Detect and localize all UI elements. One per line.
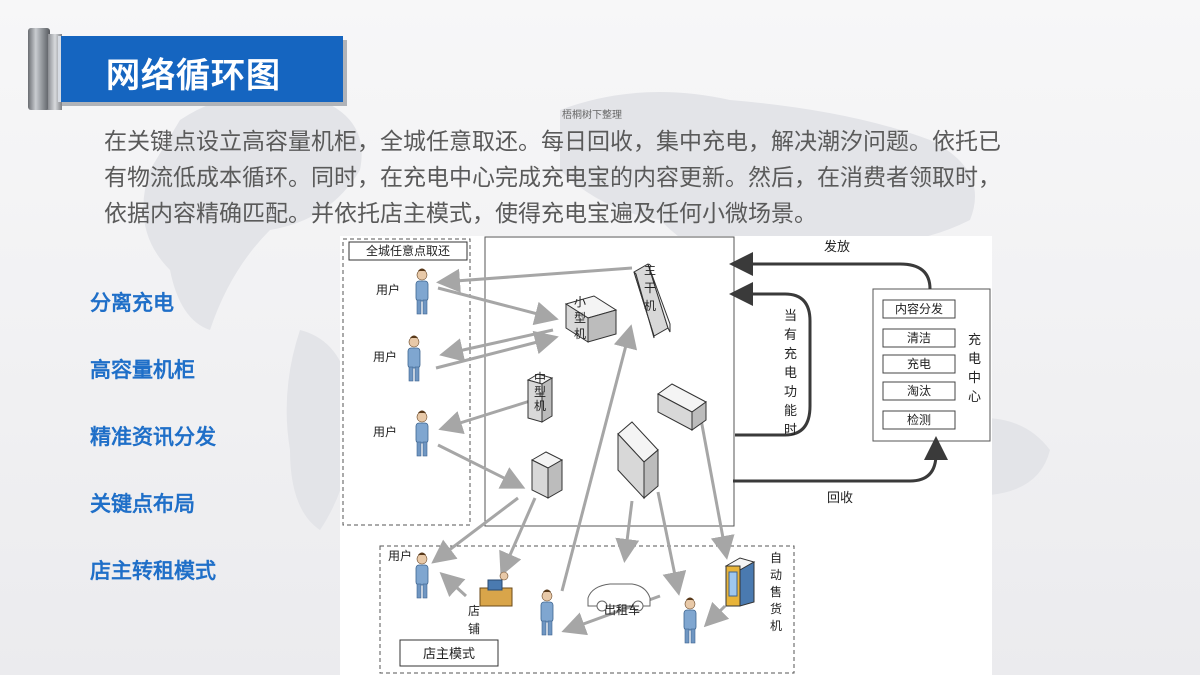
svg-text:内容分发: 内容分发 [895,301,943,316]
recycle-label: 回收 [827,491,853,506]
charging-note-label: 当有充电功能时 [784,309,797,438]
feature-shop-sublease-mode: 店主转租模式 [90,559,216,583]
user-label: 用户 [376,282,400,297]
user-figure [415,268,429,315]
user-figure [540,589,554,636]
backbone-machine-icon [633,263,671,339]
svg-text:检测: 检测 [907,412,931,427]
watermark-text: 梧桐树下整理 [562,110,622,121]
intro-line: 有物流低成本循环。同时，在充电中心完成充电宝的内容更新。然后，在消费者领取时， [104,165,1001,191]
user-figure [683,597,697,644]
cabinet-box-icon [657,383,707,431]
taxi-icon [587,583,651,612]
user-label: 用户 [388,548,412,563]
user-label: 用户 [373,349,397,364]
title-panel [58,36,343,102]
center-machine-box [484,236,735,527]
svg-text:淘汰: 淘汰 [907,384,931,398]
small-machine-label: 小型机 [574,295,586,341]
charging-return-arrow [729,282,812,437]
medium-machine-icon [526,373,554,423]
user-label: 用户 [373,424,397,439]
left-user-area-box [342,238,471,526]
feature-key-point-layout: 关键点布局 [90,492,195,516]
page-title: 网络循环图 [106,57,281,95]
tall-machine-icon [617,421,659,500]
user-figure [415,552,429,599]
left-box-title: 全城任意点取还 [366,243,450,258]
medium-machine-label: 中型机 [534,370,546,413]
shop-counter-icon [479,571,513,607]
network-cycle-diagram: 全城任意点取还 内容分发 清洁 充电 淘汰 检测 充电中心 店主模式 发放 当有… [342,236,991,674]
user-figure [415,410,429,457]
backbone-machine-label: 主干机 [644,263,656,313]
shop-mode-area-box [379,545,795,674]
feature-separate-charging: 分离充电 [90,291,174,315]
distribute-arrow [729,252,932,290]
scroll-roll-decoration [28,28,50,110]
title-banner: 网络循环图 [28,28,343,110]
charging-center-items: 内容分发 清洁 充电 淘汰 检测 [882,299,956,430]
lower-machine-icon [530,451,564,499]
distribute-label: 发放 [824,239,850,255]
shop-mode-title: 店主模式 [423,647,475,662]
intro-line: 依据内容精确匹配。并依托店主模式，使得充电宝遍及任何小微场景。 [104,201,817,227]
recycle-arrow [733,436,948,483]
user-figure [407,335,421,382]
shop-label: 店铺 [468,604,480,636]
small-machine-icon [564,295,618,343]
svg-text:清洁: 清洁 [907,331,931,345]
svg-text:充电: 充电 [907,356,931,371]
feature-high-capacity-cabinet: 高容量机柜 [90,358,195,382]
intro-paragraph: 在关键点设立高容量机柜，全城任意取还。每日回收，集中充电，解决潮汐问题。依托已 … [104,124,1104,232]
feature-precise-info-distribution: 精准资讯分发 [90,425,216,449]
taxi-label: 出租车 [604,602,640,617]
vending-machine-icon [724,557,756,607]
gray-flow-arrows [431,266,735,636]
left-box-title-frame [348,241,468,261]
vending-machine-label: 自动售货机 [770,551,782,633]
intro-line: 在关键点设立高容量机柜，全城任意取还。每日回收，集中充电，解决潮汐问题。依托已 [104,129,1001,155]
shop-mode-title-frame [399,639,499,667]
charging-center-label: 充电中心 [968,332,981,405]
